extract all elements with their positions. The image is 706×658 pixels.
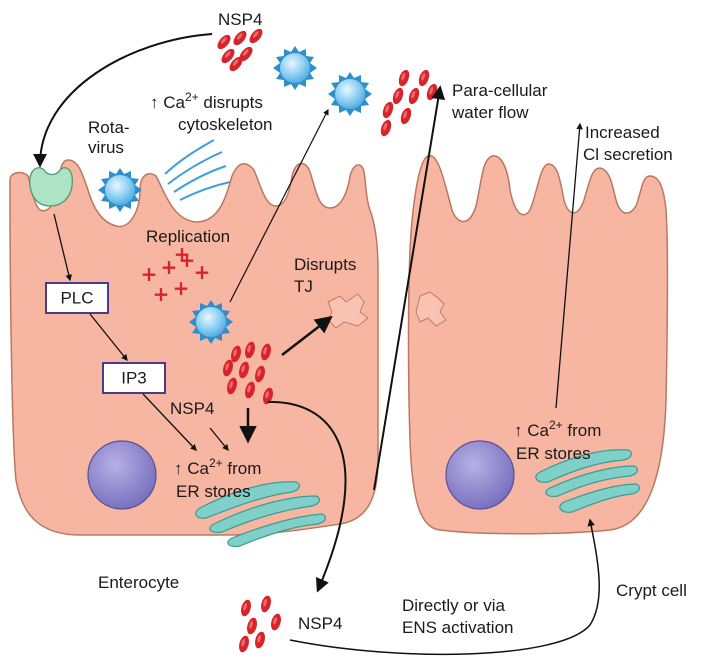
ca-cyto-sup: 2+ [185,90,199,104]
crypt-cell [407,155,669,535]
directly-label-line2: ENS activation [402,618,514,637]
increased-label-line2: Cl secretion [583,145,673,164]
ca-er-right-label: ↑ Ca2+ from [514,418,601,440]
plc-box [45,282,109,314]
ca-cyto-arrow: ↑ Ca [150,93,186,112]
svg-text:+: + [141,262,158,286]
er-stores-left-label: ER stores [176,482,251,501]
arrow-plc-to-ip3 [89,313,128,362]
crypt-nucleus [445,440,515,510]
ip3-label: IP3 [121,369,147,388]
svg-text:+: + [161,255,178,279]
disrupted-tj-icon [327,291,447,329]
arrow-ens-activation [289,518,600,656]
svg-text:+: + [153,282,170,306]
er-stores-left-icon [195,481,327,547]
nsp4-mid-label: NSP4 [170,399,214,418]
arrow-cl-secretion [555,122,583,409]
arrow-paracellular [373,85,446,491]
ca-er-right-sup: 2+ [549,418,563,432]
nsp4-cluster-right-icon [378,68,440,138]
arrow-nsp4-to-tj [281,315,333,356]
enterocyte-label: Enterocyte [98,573,179,592]
paracellular-label-line1: Para-cellular [452,81,548,100]
svg-text:+: + [173,276,190,300]
rotavirus-particle-1-icon [273,46,317,90]
replication-label: Replication [146,227,230,246]
cytoskeleton-icon [164,139,231,201]
ip3-box [102,362,166,394]
disrupts-label-line2: TJ [294,277,313,296]
rotavirus-particle-2-icon [328,72,372,116]
replication-plus-icons: + + + + + + + [141,242,211,306]
arrow-nsp4-mid-to-er [209,427,229,452]
svg-text:+: + [194,260,211,284]
rotavirus-particle-3-icon [98,168,142,212]
ca-er-left-arrow: ↑ Ca [174,459,210,478]
er-stores-right-icon [535,449,641,513]
arrow-ip3-to-er [142,393,197,451]
enterocyte-nucleus [87,440,157,510]
ca-er-right-arrow: ↑ Ca [514,421,550,440]
disrupts-label-line1: Disrupts [294,255,356,274]
ca-er-left-sup: 2+ [209,456,223,470]
directly-label-line1: Directly or via [402,596,506,615]
nsp4-cluster-top-icon [215,26,265,74]
ca-er-left-label: ↑ Ca2+ from [174,456,261,478]
receptor-icon [29,167,73,207]
plc-label: PLC [60,289,93,308]
arrow-nsp4-to-receptor [33,33,213,168]
arrow-receptor-to-plc [53,213,72,282]
ca-cyto-rest: disrupts [199,93,263,112]
er-stores-right-label: ER stores [516,444,591,463]
paracellular-label-line2: water flow [451,103,529,122]
ca-cytoskeleton-label: ↑ Ca2+ disrupts [150,90,263,112]
arrow-virus-out [229,108,329,303]
nsp4-bottom-label: NSP4 [298,614,342,633]
cytoskeleton-label: cytoskeleton [178,115,273,134]
nsp4-top-label: NSP4 [218,10,262,29]
svg-text:+: + [179,248,196,272]
rotavirus-label-line1: Rota- [88,118,130,137]
rotavirus-label-line2: virus [88,138,124,157]
ca-er-right-rest: from [563,421,602,440]
nsp4-cluster-bottom-icon [237,594,283,654]
ca-er-left-rest: from [223,459,262,478]
increased-label-line1: Increased [585,123,660,142]
arrow-nsp4-down [267,400,347,593]
crypt-cell-label: Crypt cell [616,581,687,600]
enterocyte-cell [9,159,379,536]
svg-text:+: + [174,242,191,266]
